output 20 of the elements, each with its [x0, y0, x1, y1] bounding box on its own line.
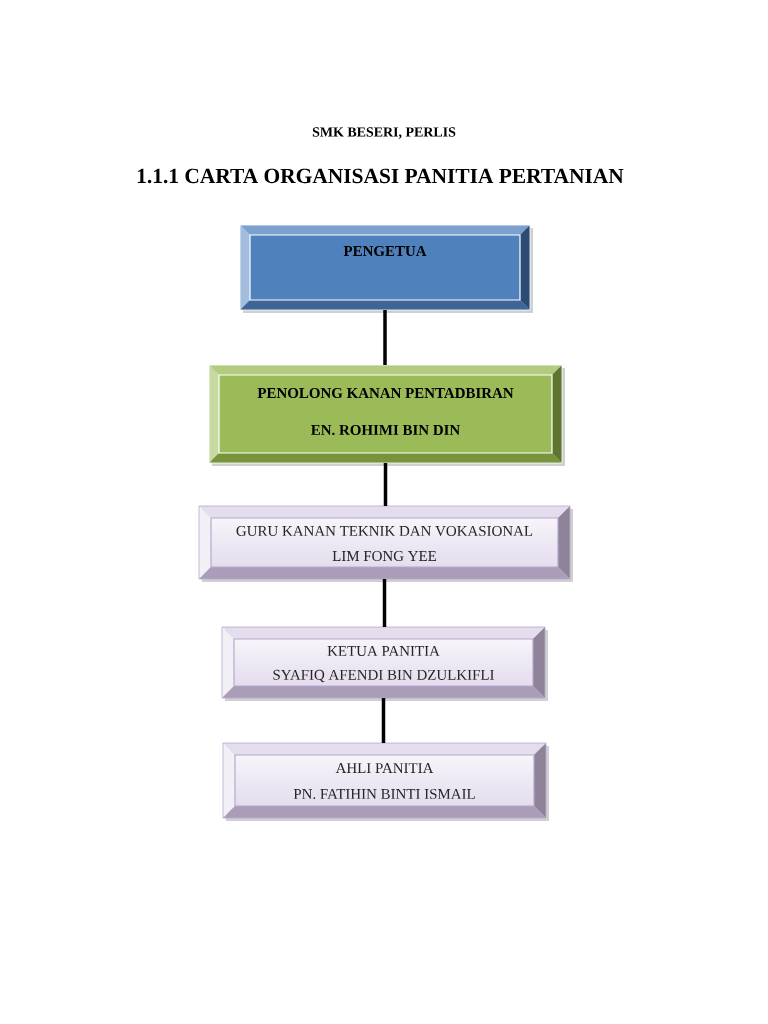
- staff-name: EN. ROHIMI BIN DIN: [311, 424, 460, 436]
- staff-name: LIM FONG YEE: [332, 551, 437, 561]
- org-chart-box: [198, 505, 573, 582]
- connector-line: [383, 463, 388, 506]
- org-chart-box: [221, 626, 548, 701]
- position-title: PENGETUA: [343, 246, 427, 256]
- position-title: KETUA PANITIA: [327, 646, 440, 656]
- connector-line: [383, 310, 387, 365]
- org-chart-box: [239, 224, 533, 313]
- position-title: GURU KANAN TEKNIK DAN VOKASIONAL: [236, 525, 533, 537]
- position-title: AHLI PANITIA: [335, 763, 434, 773]
- staff-name: PN. FATIHIN BINTI ISMAIL: [293, 788, 475, 800]
- org-chart-box: [222, 742, 549, 821]
- position-title: PENOLONG KANAN PENTADBIRAN: [257, 388, 514, 398]
- school-name: SMK BESERI, PERLIS: [312, 127, 456, 139]
- chart-title: 1.1.1 CARTA ORGANISASI PANITIA PERTANIAN: [137, 168, 624, 184]
- staff-name: SYAFIQ AFENDI BIN DZULKIFLI: [273, 669, 494, 683]
- connector-line: [381, 698, 386, 743]
- org-chart-box: [208, 364, 565, 466]
- connector-line: [382, 579, 387, 627]
